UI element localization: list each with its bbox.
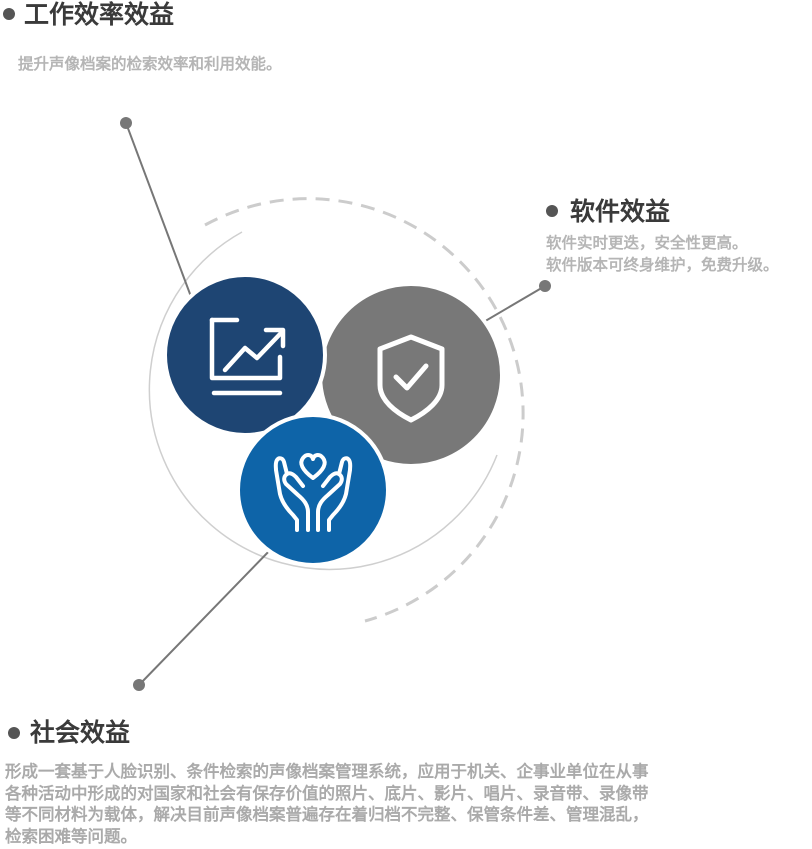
hands-heart-icon (273, 453, 353, 532)
work-title: 工作效率效益 (24, 0, 175, 29)
connector-line-social (138, 544, 276, 686)
social-title: 社会效益 (30, 718, 131, 747)
connector-dot-software (539, 280, 551, 292)
thin-orbit-arc (148, 231, 498, 571)
connector-line-work (125, 122, 197, 311)
social-desc-line: 形成一套基于人脸识别、条件检索的声像档案管理系统，应用于机关、企事业单位在从事 (5, 762, 649, 781)
social-bullet-dot (8, 727, 20, 739)
software-desc-line: 软件实时更迭，安全性更高。 (546, 234, 748, 252)
software-desc-line: 软件版本可终身维护，免费升级。 (546, 256, 779, 274)
software-title: 软件效益 (570, 197, 671, 226)
social-desc-line: 各种活动中形成的对国家和社会有保存价值的照片、底片、影片、唱片、录音带、录像带 (5, 783, 649, 803)
social-desc-line: 检索困难等问题。 (5, 826, 137, 846)
work-efficiency-circle (163, 273, 327, 437)
shield-check-icon (377, 334, 445, 423)
work-description: 提升声像档案的检索效率和利用效能。 (18, 55, 282, 73)
connector-dot-social (133, 679, 145, 691)
social-circle (236, 413, 390, 567)
connector-dot-work (120, 117, 132, 129)
social-desc-line: 等不同材料为载体，解决目前声像档案普遍存在着归档不完整、保管条件差、管理混乱， (5, 805, 649, 824)
work-bullet-dot (3, 8, 15, 20)
software-description: 软件实时更迭，安全性更高。 软件版本可终身维护，免费升级。 (546, 232, 779, 276)
software-bullet-dot (546, 205, 558, 217)
social-description: 形成一套基于人脸识别、条件检索的声像档案管理系统，应用于机关、企事业单位在从事 … (5, 761, 649, 847)
growth-chart-icon (209, 317, 286, 396)
